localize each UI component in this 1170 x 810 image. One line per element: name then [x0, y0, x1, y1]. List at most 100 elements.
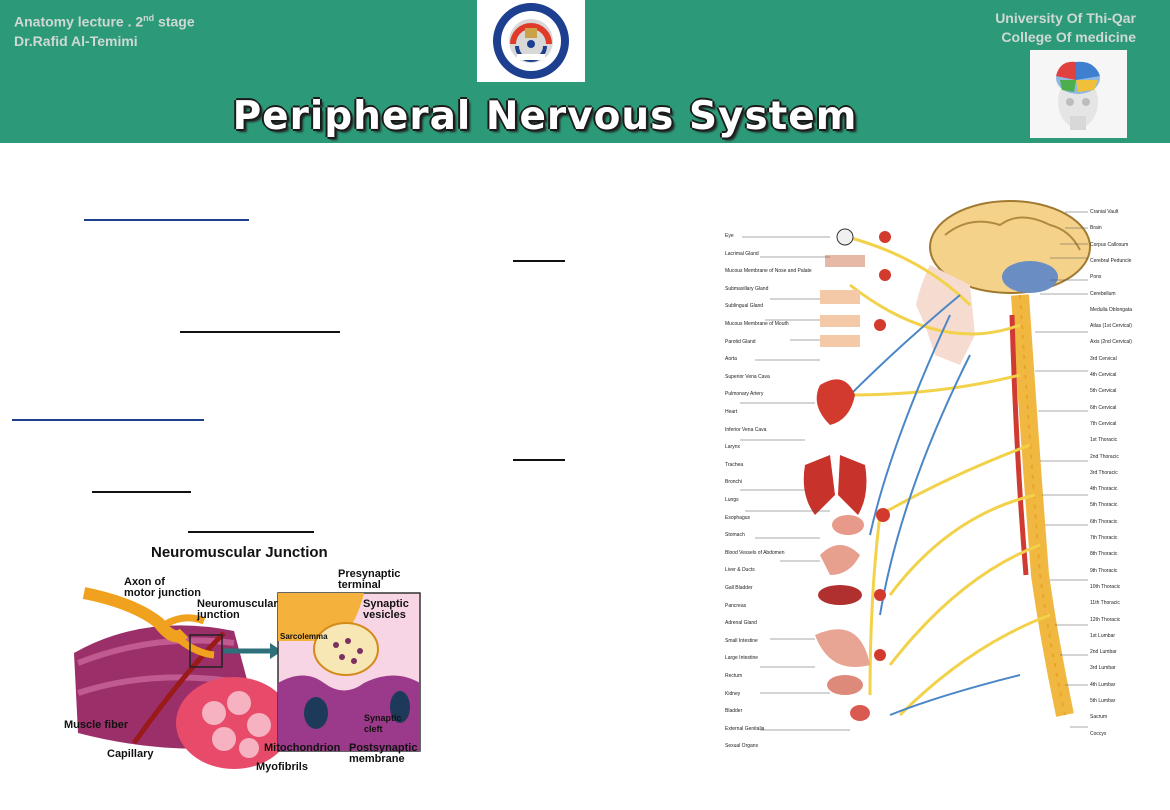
ans-right-label: Pons — [1090, 274, 1102, 281]
ans-left-label: Superior Vena Cava — [725, 373, 770, 380]
muscle-fiber-label: Muscle fiber — [64, 719, 129, 731]
ans-left-label: Heart — [725, 409, 738, 415]
lecture-sup: nd — [143, 13, 155, 23]
ans-right-label: Corpus Callosum — [1090, 241, 1129, 248]
underline-heading-5 — [188, 531, 314, 533]
ans-left-label: Adrenal Gland — [725, 620, 757, 627]
underline-heading-4 — [92, 491, 191, 493]
ans-right-label: Cerebellum — [1090, 290, 1116, 297]
brain-skull-image — [1030, 50, 1127, 138]
brain-skull-icon — [1030, 50, 1127, 138]
ans-right-label: Coccyx — [1090, 730, 1107, 737]
presynaptic-label: Presynaptic terminal — [338, 568, 401, 591]
vesicles-label: Synaptic vesicles — [363, 598, 409, 621]
ans-right-label: Cerebral Peduncle — [1090, 257, 1132, 264]
ans-right-label: 10th Thoracic — [1090, 583, 1121, 590]
college-logo-emblem — [493, 3, 569, 79]
college-name: College Of medicine — [1001, 29, 1136, 45]
neuromuscular-junction-figure: Neuromuscular Junction Axon of motor jun… — [64, 543, 428, 779]
ans-right-label: 1st Thoracic — [1090, 437, 1118, 444]
ans-right-label: 8th Thoracic — [1090, 551, 1118, 558]
ans-left-label: Mucous Membrane of Nose and Palate — [725, 268, 812, 275]
nmj-junction-label: Neuromuscular junction — [197, 598, 278, 621]
underline-heading-2 — [180, 331, 340, 333]
ans-left-label: Stomach — [725, 532, 745, 539]
lecture-stage: stage — [154, 13, 195, 30]
ans-left-label: Liver & Ducts — [725, 567, 755, 574]
underline-heading-6 — [513, 260, 565, 262]
ans-left-label: Blood Vessels of Abdomen — [725, 549, 785, 556]
ans-left-label: Esophagus — [725, 514, 751, 521]
ans-left-label: Large Intestine — [725, 655, 759, 662]
ans-illustration — [740, 200, 1091, 731]
ans-right-label: 11th Thoracic — [1090, 600, 1120, 607]
ans-left-label: Kidney — [725, 690, 741, 697]
ans-right-label: 12th Thoracic — [1090, 616, 1121, 623]
cleft-label: Synaptic cleft — [364, 713, 402, 734]
mitochondrion-label: Mitochondrion — [264, 742, 341, 754]
ans-left-label: Submaxillary Gland — [725, 285, 769, 292]
ans-right-label: 4th Lumbar — [1090, 681, 1116, 688]
ans-right-label: 9th Thoracic — [1090, 567, 1118, 574]
postsynaptic-label: Postsynaptic membrane — [349, 742, 418, 765]
ans-left-label: Trachea — [725, 461, 744, 468]
ans-left-label: Bronchi — [725, 479, 742, 486]
ans-right-label: Atlas (1st Cervical) — [1090, 323, 1132, 330]
ans-right-label: 5th Cervical — [1090, 388, 1117, 395]
slide-title: Peripheral Nervous System — [232, 94, 858, 139]
ans-left-label: Sexual Organs — [725, 743, 759, 750]
ans-left-label: Eye — [725, 233, 734, 239]
axon-label: Axon of motor junction — [124, 576, 201, 599]
ans-left-label: Gall Bladder — [725, 585, 753, 591]
nmj-title: Neuromuscular Junction — [151, 544, 328, 561]
sarcolemma-label: Sarcolemma — [280, 632, 328, 641]
college-logo — [477, 0, 585, 82]
lecturer-name: Dr.Rafid Al-Temimi — [14, 32, 138, 49]
ans-right-label: 5th Lumbar — [1090, 698, 1116, 704]
ans-left-label: Bladder — [725, 708, 743, 715]
lecture-line: Anatomy lecture . 2nd stage — [14, 9, 195, 32]
underline-heading-7 — [513, 459, 565, 461]
ans-left-label: Aorta — [725, 356, 737, 363]
ans-right-label: 1st Lumbar — [1090, 632, 1116, 639]
underline-heading-1 — [84, 219, 249, 221]
ans-right-label: Cranial Vault — [1090, 209, 1119, 215]
nmj-illustration — [74, 587, 421, 769]
ans-left-label: Mucous Membrane of Mouth — [725, 321, 789, 327]
ans-right-label: Axis (2nd Cervical) — [1090, 339, 1132, 346]
ans-left-label: Inferior Vena Cava — [725, 426, 767, 433]
ans-right-label: 3rd Thoracic — [1090, 469, 1118, 476]
ans-right-label: Medulla Oblongata — [1090, 306, 1132, 313]
lecture-info: Anatomy lecture . 2nd stage Dr.Rafid Al-… — [14, 9, 195, 51]
ans-right-label: 2nd Lumbar — [1090, 649, 1117, 656]
ans-left-label: Rectum — [725, 673, 743, 679]
ans-left-label: Larynx — [725, 444, 741, 451]
myofibrils-label: Myofibrils — [256, 761, 308, 773]
slide-header: Anatomy lecture . 2nd stage Dr.Rafid Al-… — [0, 0, 1170, 143]
ans-left-label: Lacrimal Gland — [725, 250, 759, 257]
ans-right-label: 2nd Thoracic — [1090, 453, 1119, 460]
ans-right-label: 6th Thoracic — [1090, 518, 1118, 525]
ans-right-label: 4th Cervical — [1090, 372, 1117, 378]
ans-right-label: Brain — [1090, 225, 1102, 232]
underline-heading-3 — [12, 419, 204, 421]
ans-right-label: 7th Cervical — [1090, 420, 1117, 427]
ans-right-label: Sacrum — [1090, 714, 1108, 721]
ans-right-label: 4th Thoracic — [1090, 486, 1118, 493]
university-info: University Of Thi-Qar College Of medicin… — [995, 9, 1136, 47]
ans-left-label: Small Intestine — [725, 637, 758, 644]
ans-right-label: 3rd Cervical — [1090, 355, 1117, 362]
ans-left-label: External Genitalia — [725, 725, 765, 732]
ans-right-label: 3rd Lumbar — [1090, 665, 1116, 672]
ans-right-label: 5th Thoracic — [1090, 502, 1118, 509]
lecture-text: Anatomy lecture . 2 — [14, 13, 144, 30]
ans-left-label: Pulmonary Artery — [725, 391, 764, 398]
ans-left-label: Lungs — [725, 497, 739, 503]
university-name: University Of Thi-Qar — [995, 10, 1136, 26]
ans-left-label: Pancreas — [725, 602, 747, 609]
ans-right-label: 7th Thoracic — [1090, 535, 1118, 541]
capillary-label: Capillary — [107, 748, 154, 760]
ans-right-label: 6th Cervical — [1090, 404, 1117, 411]
ans-left-label: Parotid Gland — [725, 338, 756, 345]
